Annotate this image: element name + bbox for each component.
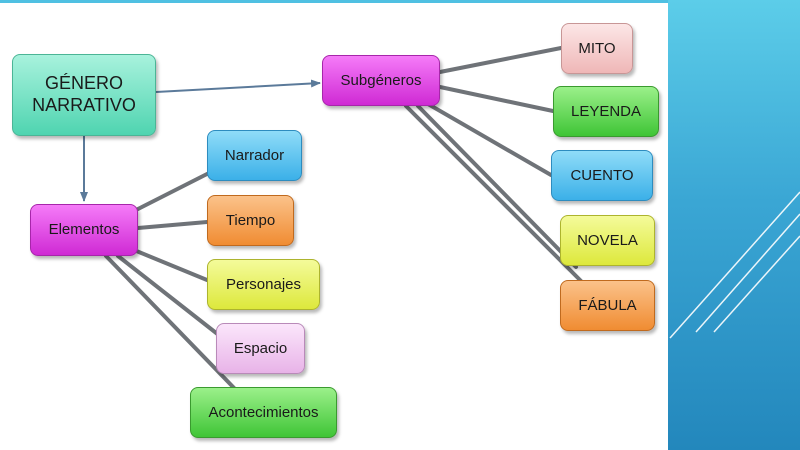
node-personajes: Personajes [207,259,320,310]
connector-subgeneros-leyenda [438,85,555,113]
connector-subgeneros-cuento [426,102,553,177]
node-leyenda: LEYENDA [553,86,659,137]
connector-elementos-narrador [134,172,209,212]
node-cuento: CUENTO [551,150,653,201]
node-genero-narrativo: GÉNERO NARRATIVO [12,54,156,136]
connector-subgeneros-mito [438,46,563,74]
connector-elementos-personajes [132,248,209,282]
side-decor-panel [668,0,800,450]
connector-elementos-acontecimientos [104,254,238,392]
node-mito: MITO [561,23,633,74]
node-espacio: Espacio [216,323,305,374]
connector-subgeneros-novela [416,104,578,269]
node-narrador: Narrador [207,130,302,181]
top-accent-stripe [0,0,668,3]
node-fabula: FÁBULA [560,280,655,331]
diagonal-lines-decor [669,191,800,339]
node-novela: NOVELA [560,215,655,266]
node-elementos: Elementos [30,204,138,256]
connector-elementos-tiempo [136,220,209,230]
connector-root-subgeneros [155,79,321,93]
node-subgeneros: Subgéneros [322,55,440,106]
connector-elementos-espacio [116,254,222,338]
diagram-connectors [80,46,583,392]
node-tiempo: Tiempo [207,195,294,246]
connector-subgeneros-fabula [404,104,583,283]
node-acontecimientos: Acontecimientos [190,387,337,438]
